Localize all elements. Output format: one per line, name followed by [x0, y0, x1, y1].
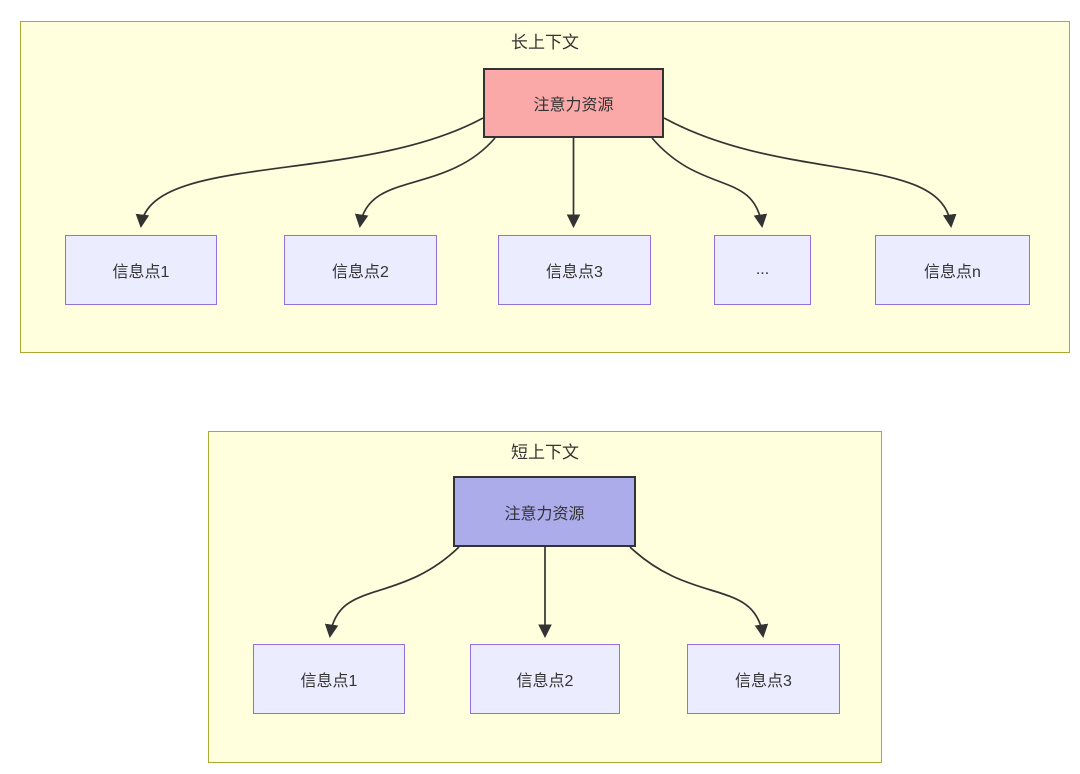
- node-long-info-1-label: 信息点1: [112, 264, 170, 281]
- node-short-info-3-label: 信息点3: [735, 673, 792, 690]
- node-long-info-ellipsis: ...: [714, 235, 811, 305]
- node-short-info-3: 信息点3: [687, 644, 840, 714]
- node-long-info-3-label: 信息点3: [546, 264, 603, 281]
- node-long-info-n: 信息点n: [875, 235, 1030, 305]
- node-long-info-3: 信息点3: [498, 235, 651, 305]
- node-long-info-n-label: 信息点n: [924, 264, 981, 281]
- node-short-info-2: 信息点2: [470, 644, 620, 714]
- node-long-info-ellipsis-label: ...: [755, 261, 770, 278]
- panel-long-context-title: 长上下文: [511, 33, 579, 52]
- node-attention-resource-short: 注意力资源: [453, 476, 636, 547]
- node-attention-resource-short-label: 注意力资源: [504, 505, 585, 523]
- node-short-info-1-label: 信息点1: [300, 673, 358, 690]
- node-short-info-2-label: 信息点2: [516, 673, 574, 690]
- node-long-info-1: 信息点1: [65, 235, 217, 305]
- node-short-info-1: 信息点1: [253, 644, 405, 714]
- node-attention-resource-long-label: 注意力资源: [533, 97, 614, 114]
- node-long-info-2-label: 信息点2: [332, 264, 389, 281]
- node-long-info-2: 信息点2: [284, 235, 437, 305]
- node-attention-resource-long: 注意力资源: [483, 68, 664, 138]
- panel-short-context-title: 短上下文: [511, 443, 579, 462]
